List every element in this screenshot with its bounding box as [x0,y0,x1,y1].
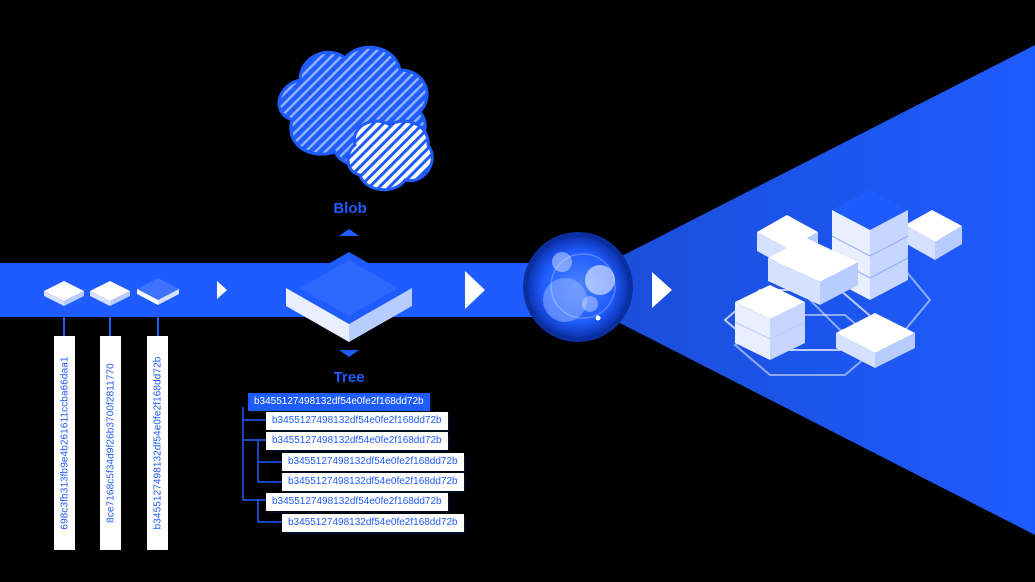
arrow-right-icon [652,272,672,308]
hash-card-1: 698c3fb313fb9e4b261611ccba66daa1 [54,336,75,550]
hash-text: 698c3fb313fb9e4b261611ccba66daa1 [59,356,70,530]
hash-card-2: 8ce7168c5f34d9f26b3700f2811770 [100,336,121,550]
hash-text: b3455127498132df54e0fe2f168dd72b [152,356,163,530]
blob-cloud [277,45,434,192]
tree-connectors [242,407,283,523]
tree-row: b3455127498132df54e0fe2f168dd72b [282,473,464,491]
arrow-down-icon [339,350,359,357]
blob-label: Blob [333,200,367,217]
arrow-right-icon [465,271,485,309]
tree-row: b3455127498132df54e0fe2f168dd72b [266,432,448,450]
tree-row: b3455127498132df54e0fe2f168dd72b [266,412,448,430]
central-diamond [286,252,412,342]
tree-row: b3455127498132df54e0fe2f168dd72b [282,514,464,532]
orb [523,232,633,342]
storage-blocks [723,190,962,376]
object-tile-1 [44,281,84,306]
hash-card-3: b3455127498132df54e0fe2f168dd72b [147,336,168,550]
tree-label: Tree [333,369,365,386]
hash-text: 8ce7168c5f34d9f26b3700f2811770 [105,363,116,523]
object-tile-2 [90,281,130,306]
tree-row: b3455127498132df54e0fe2f168dd72b [266,493,448,511]
tree-row: b3455127498132df54e0fe2f168dd72b [282,453,464,471]
object-tile-3 [137,278,179,305]
tree-root-row: b3455127498132df54e0fe2f168dd72b [248,393,430,411]
arrow-up-icon [339,229,359,236]
arrow-right-icon [217,281,227,299]
